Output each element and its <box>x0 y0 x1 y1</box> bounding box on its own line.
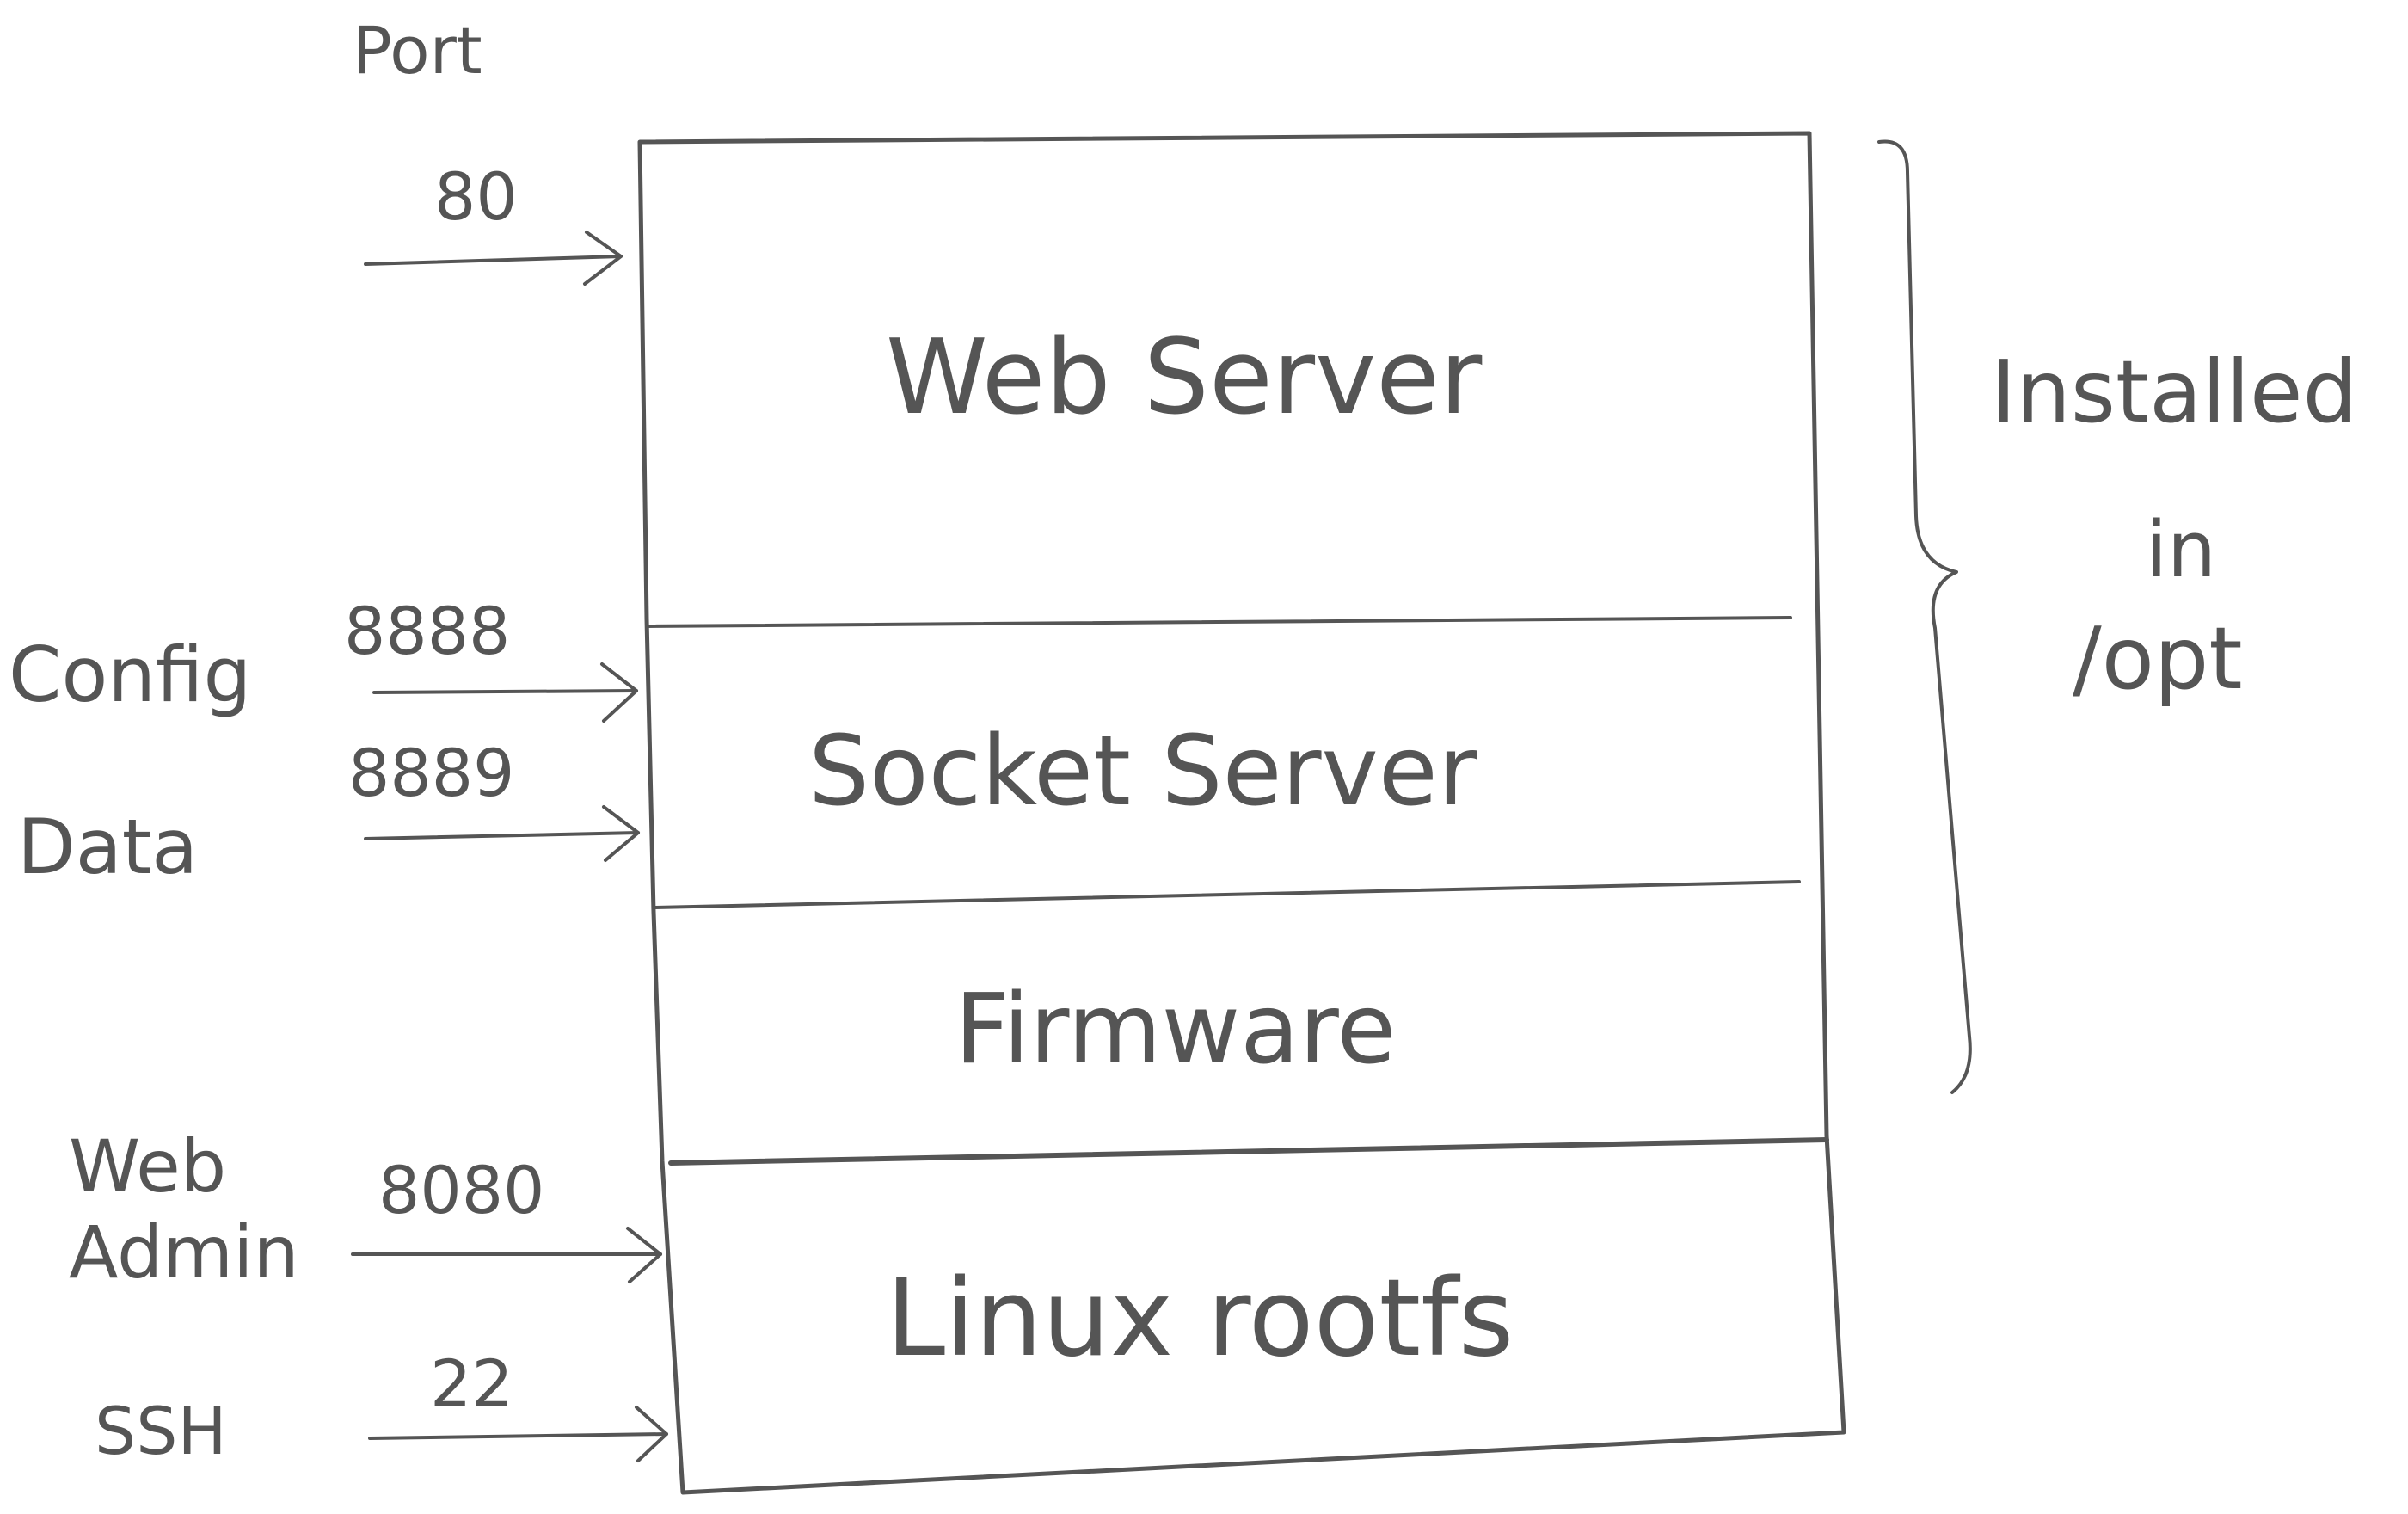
install-note-line1: Installed <box>1991 342 2357 442</box>
port-8888-arrowhead-icon <box>600 662 638 723</box>
install-location-bracket: Installed in /opt <box>1877 139 2357 1094</box>
port-8888-connection: 8888 Config <box>9 593 638 723</box>
port-8888-number: 8888 <box>344 593 510 669</box>
port-8080-service-label-line2: Admin <box>69 1210 299 1295</box>
stack-box <box>637 131 1846 1495</box>
layer-socket-server-label: Socket Server <box>808 716 1478 828</box>
port-22-arrow-line <box>368 1432 668 1440</box>
port-22-service-label: SSH <box>95 1393 227 1469</box>
divider-firmware-linux <box>668 1137 1829 1166</box>
port-column-header: Port <box>353 12 482 89</box>
install-note-line2: in <box>2146 505 2216 595</box>
port-8888-arrow-line <box>372 689 638 694</box>
port-8080-connection: 8080 Web Admin <box>69 1124 662 1295</box>
port-80-arrow-line <box>364 255 623 266</box>
divider-socket-firmware <box>652 880 1801 909</box>
curly-brace-icon <box>1877 139 1972 1094</box>
port-22-connection: 22 SSH <box>95 1345 668 1469</box>
port-8888-service-label: Config <box>9 631 251 719</box>
port-8080-number: 8080 <box>378 1152 544 1228</box>
port-8889-number: 8889 <box>348 735 514 811</box>
port-22-number: 22 <box>430 1345 513 1422</box>
layer-web-server-label: Web Server <box>886 318 1483 438</box>
port-80-connection: 80 <box>364 158 623 286</box>
port-8889-service-label: Data <box>17 803 198 891</box>
port-8889-connection: 8889 Data <box>17 735 640 891</box>
port-8080-arrowhead-icon <box>626 1227 662 1283</box>
divider-web-socket <box>645 616 1792 628</box>
port-22-arrowhead-icon <box>635 1406 668 1462</box>
port-8889-arrow-line <box>364 831 640 840</box>
install-note-line3: /opt <box>2073 608 2243 709</box>
port-80-number: 80 <box>434 158 518 235</box>
port-8080-service-label-line1: Web <box>69 1124 226 1209</box>
layer-linux-rootfs-label: Linux rootfs <box>886 1257 1514 1381</box>
port-80-arrowhead-icon <box>583 231 623 286</box>
layer-firmware-label: Firmware <box>955 974 1396 1086</box>
stack-outline <box>637 131 1846 1495</box>
port-8889-arrowhead-icon <box>602 805 640 862</box>
